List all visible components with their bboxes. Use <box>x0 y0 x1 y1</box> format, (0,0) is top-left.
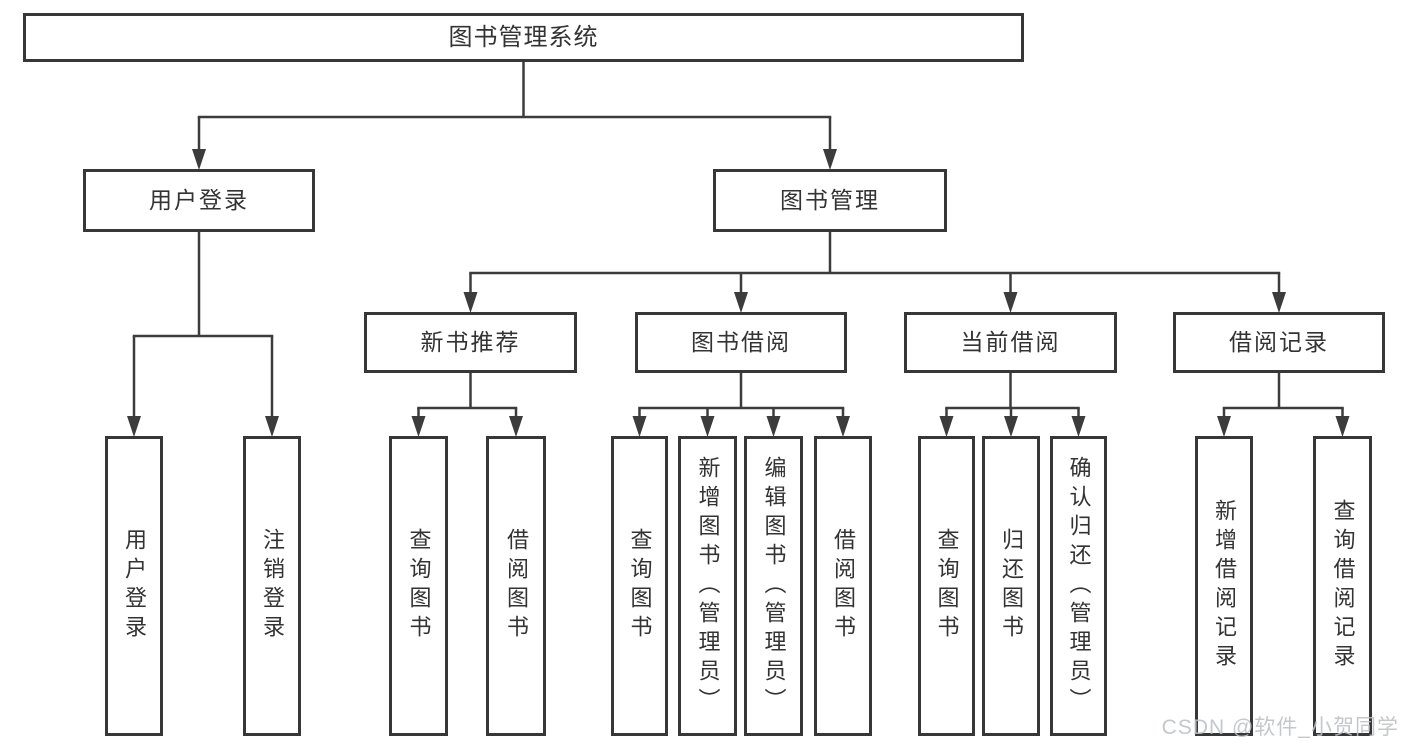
arrowhead-icon <box>1071 416 1086 437</box>
node-label-bb-query-books: 查询图书 <box>627 528 653 644</box>
arrowhead-icon <box>127 416 141 437</box>
arrowhead-icon <box>509 416 523 437</box>
node-label-bb-borrow-books: 借阅图书 <box>831 528 856 644</box>
watermark: CSDN @软件_小贺同学 <box>1161 716 1399 739</box>
arrowhead-icon <box>632 416 647 437</box>
node-bb-borrow-books: 借阅图书 <box>814 436 872 736</box>
node-label-new-book-rec: 新书推荐 <box>420 329 521 355</box>
node-bb-query-books: 查询图书 <box>611 436 668 736</box>
node-book-mgmt: 图书管理 <box>713 169 947 232</box>
node-borrow-records: 借阅记录 <box>1173 312 1385 373</box>
node-label-logout: 注销登录 <box>260 528 285 644</box>
node-cb-return-books: 归还图书 <box>982 436 1040 736</box>
arrowhead-icon <box>836 416 850 437</box>
arrowhead-icon <box>823 149 837 170</box>
node-bb-edit-books: 编辑图书（管理员） <box>744 436 803 736</box>
node-login: 用户登录 <box>105 436 163 736</box>
node-label-br-add-record: 新增借阅记录 <box>1212 499 1237 673</box>
node-label-cb-confirm-return: 确认归还（管理员） <box>1066 455 1092 717</box>
node-user-login: 用户登录 <box>83 169 315 232</box>
arrowhead-icon <box>939 416 954 437</box>
node-root: 图书管理系统 <box>23 13 1024 62</box>
node-label-br-query-record: 查询借阅记录 <box>1330 499 1356 673</box>
node-cb-confirm-return: 确认归还（管理员） <box>1050 436 1107 736</box>
node-book-borrow: 图书借阅 <box>635 312 847 373</box>
node-cb-query-books: 查询图书 <box>918 436 975 736</box>
node-rec-borrow-books: 借阅图书 <box>486 436 546 736</box>
node-label-cb-return-books: 归还图书 <box>999 528 1024 644</box>
arrowhead-icon <box>265 416 279 437</box>
node-label-book-mgmt: 图书管理 <box>780 187 880 213</box>
node-label-cb-query-books: 查询图书 <box>934 528 960 644</box>
node-label-bb-edit-books: 编辑图书（管理员） <box>761 455 787 717</box>
node-label-book-borrow: 图书借阅 <box>691 329 791 355</box>
arrowhead-icon <box>766 416 781 437</box>
node-label-rec-borrow-books: 借阅图书 <box>504 528 529 644</box>
node-new-book-rec: 新书推荐 <box>364 312 577 373</box>
node-br-query-record: 查询借阅记录 <box>1313 436 1372 736</box>
node-label-current-borrow: 当前借阅 <box>960 329 1061 355</box>
node-br-add-record: 新增借阅记录 <box>1195 436 1253 736</box>
arrowhead-icon <box>1217 416 1231 437</box>
node-current-borrow: 当前借阅 <box>904 312 1117 373</box>
arrowhead-icon <box>700 416 715 437</box>
node-bb-add-books: 新增图书（管理员） <box>678 436 737 736</box>
arrowhead-icon <box>411 416 426 437</box>
arrowhead-icon <box>734 292 748 313</box>
arrowhead-icon <box>463 292 478 313</box>
arrowhead-icon <box>1272 292 1286 313</box>
arrowhead-icon <box>1003 292 1018 313</box>
node-label-login: 用户登录 <box>122 528 147 644</box>
arrowhead-icon <box>192 149 206 170</box>
node-label-root: 图书管理系统 <box>448 23 599 51</box>
node-label-borrow-records: 借阅记录 <box>1229 329 1329 355</box>
node-label-bb-add-books: 新增图书（管理员） <box>695 455 721 717</box>
arrowhead-icon <box>1004 416 1018 437</box>
node-label-rec-query-books: 查询图书 <box>406 528 432 644</box>
node-rec-query-books: 查询图书 <box>389 436 448 736</box>
node-logout: 注销登录 <box>243 436 301 736</box>
arrowhead-icon <box>1335 416 1350 437</box>
node-label-user-login: 用户登录 <box>149 187 249 213</box>
